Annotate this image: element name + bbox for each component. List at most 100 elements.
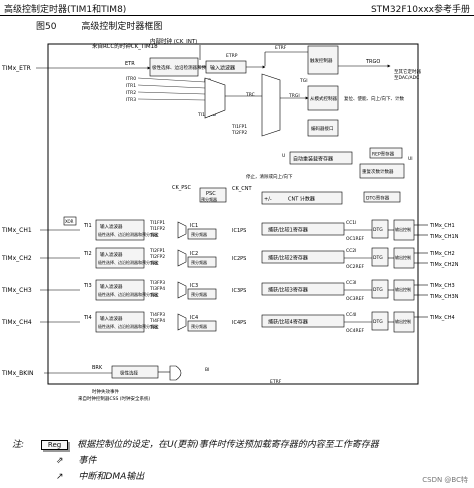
- trigger-controller-block: [307, 45, 339, 75]
- output-ch3n-label: TIMx_CH3N: [429, 294, 459, 300]
- ic2-label: IC2: [190, 251, 198, 257]
- rep-register-block: [369, 147, 403, 159]
- etrf-label: ETRF: [275, 45, 287, 51]
- trgo-label: TRGO: [365, 59, 380, 65]
- ch2-trc-label: TRC: [149, 261, 159, 267]
- ch2-polarity-text: 极性选择、边沿检测器和预分频器: [98, 259, 158, 265]
- cc3-register-block: [261, 282, 345, 296]
- output-ctrl3-text: 输出控制: [395, 286, 411, 292]
- ch1-polarity-text: 极性选择、边沿检测器和预分频器: [98, 231, 158, 237]
- dtg-register-block: [363, 191, 401, 203]
- ch1-fp1-label: TI1FP1: [149, 220, 165, 226]
- dtg2-text: DTG: [373, 255, 383, 261]
- ti2-label: TI2: [83, 251, 92, 257]
- ti2fp2-top-label: TI2FP2: [231, 130, 247, 136]
- itr1-label: ITR1: [126, 83, 136, 89]
- ch2-filter-block: [95, 247, 145, 269]
- note-line2: 事件: [78, 456, 97, 466]
- figure-caption: 图50 高级控制定时器框图: [36, 19, 184, 32]
- output-ctrl1-text: 输出控制: [395, 226, 411, 232]
- auto-reload-text: 自动重装载寄存器: [293, 156, 333, 163]
- output-ch2n-label: TIMx_CH2N: [429, 262, 459, 268]
- bi-label: BI: [205, 367, 209, 373]
- ic1-label: IC1: [190, 223, 198, 229]
- dtg3-text: DTG: [373, 287, 383, 293]
- rep-register-text: REP寄存器: [372, 151, 395, 158]
- timer-block-diagram: 来自RCC的时钟CK_TIM18 内部时钟 (CK_INT) TIMx_ETR …: [1, 37, 459, 402]
- cc4i-label: CC4I: [346, 312, 356, 318]
- ch3-psc-block: [187, 288, 217, 300]
- cc1-register-text: 捕获/比较1寄存器: [268, 227, 308, 234]
- output-ctrl2-text: 输出控制: [395, 254, 411, 260]
- ch3-polarity-text: 极性选择、边沿检测器和预分频器: [98, 291, 158, 297]
- tgi-label: TGI: [299, 78, 308, 84]
- ch3-filter-text: 输入滤波器: [100, 283, 123, 290]
- dtg3-block: [371, 279, 389, 299]
- output-ch4-label: TIMx_CH4: [429, 315, 455, 321]
- notes-prefix: 注:: [12, 440, 25, 450]
- dtg2-block: [371, 247, 389, 267]
- dtg1-block: [371, 219, 389, 239]
- itr2-label: ITR2: [126, 90, 136, 96]
- ch4-polarity-text: 极性选择、边沿检测器和预分频器: [98, 323, 158, 329]
- to-other-timers: 至其它定时器: [394, 68, 421, 75]
- ic1ps-label: IC1PS: [232, 228, 246, 234]
- ch2-psc-text: 预分频器: [191, 259, 207, 265]
- trgi-label: TRGI: [288, 93, 300, 99]
- output-ch3-label: TIMx_CH3: [429, 283, 455, 289]
- ch3-fp2-label: TI3FP4: [149, 286, 165, 292]
- ch1-trc-label: TRC: [149, 233, 159, 239]
- slave-controller-block: [307, 85, 339, 111]
- rep-counter-text: 重复次数计数器: [362, 168, 394, 175]
- ch1-psc-block: [187, 228, 217, 240]
- input-ch3-label: TIMx_CH3: [1, 287, 32, 294]
- ch3-trc-label: TRC: [149, 293, 159, 299]
- ch4-filter-text: 输入滤波器: [100, 315, 123, 322]
- internal-clock-label: 内部时钟 (CK_INT): [150, 37, 197, 45]
- header-right: STM32F10xxx参考手册: [370, 5, 470, 15]
- ch3-psc-text: 预分频器: [191, 291, 207, 297]
- clock-fail-text: 时钟失效事件: [92, 388, 119, 395]
- dtg-register-text: DTG寄存器: [366, 195, 390, 202]
- cc4-register-text: 捕获/比较4寄存器: [268, 319, 308, 326]
- etr-filter-text: 输入滤波器: [210, 65, 235, 72]
- ti1fp1-top-label: TI1FP1: [231, 124, 247, 130]
- oc3ref-label: OC3REF: [346, 296, 365, 302]
- ch1-mux: [177, 221, 187, 239]
- plus-minus: +/-: [264, 197, 272, 203]
- ch4-fp1-label: TI4FP3: [149, 312, 165, 318]
- ch4-psc-text: 预分频器: [191, 323, 207, 329]
- etr-input-label: TIMx_ETR: [1, 65, 31, 72]
- ch1-filter-text: 输入滤波器: [100, 223, 123, 230]
- ch3-filter-block: [95, 279, 145, 301]
- cc2i-label: CC2I: [346, 248, 356, 254]
- ck-psc-label: CK_PSC: [172, 185, 191, 191]
- oc4ref-label: OC4REF: [346, 328, 365, 334]
- ch2-psc-block: [187, 256, 217, 268]
- ic2ps-label: IC2PS: [232, 256, 246, 262]
- etr-label: ETR: [125, 61, 135, 67]
- input-ch4-label: TIMx_CH4: [1, 319, 32, 326]
- output-ch1-label: TIMx_CH1: [429, 223, 455, 229]
- input-ch1-label: TIMx_CH1: [1, 227, 32, 234]
- ch3-mux: [177, 281, 187, 299]
- slave-controller-text: 从模式控制器: [310, 95, 337, 102]
- output-ch1n-label: TIMx_CH1N: [429, 234, 459, 240]
- encoder-text: 编码器接口: [311, 125, 334, 132]
- reset-text: 复位、使能、向上/向下、计数: [344, 95, 405, 102]
- ch4-filter-block: [95, 311, 145, 333]
- note-interrupt: ↗ 中断和DMA输出: [56, 469, 144, 483]
- xor-gate: [63, 216, 77, 226]
- psc-text: PSC: [206, 191, 216, 197]
- ch4-fp2-label: TI4FP4: [149, 318, 165, 324]
- auto-reload-block: [289, 151, 353, 165]
- output-ch2-label: TIMx_CH2: [429, 251, 455, 257]
- interrupt-arrow-icon: ↗: [56, 472, 64, 482]
- figure-number: 图50: [36, 22, 57, 32]
- ch4-trc-label: TRC: [149, 325, 159, 331]
- itr3-label: ITR3: [126, 97, 136, 103]
- figure-title: 高级控制定时器框图: [81, 22, 163, 32]
- dtg4-text: DTG: [373, 319, 383, 325]
- cc4-register-block: [261, 314, 345, 328]
